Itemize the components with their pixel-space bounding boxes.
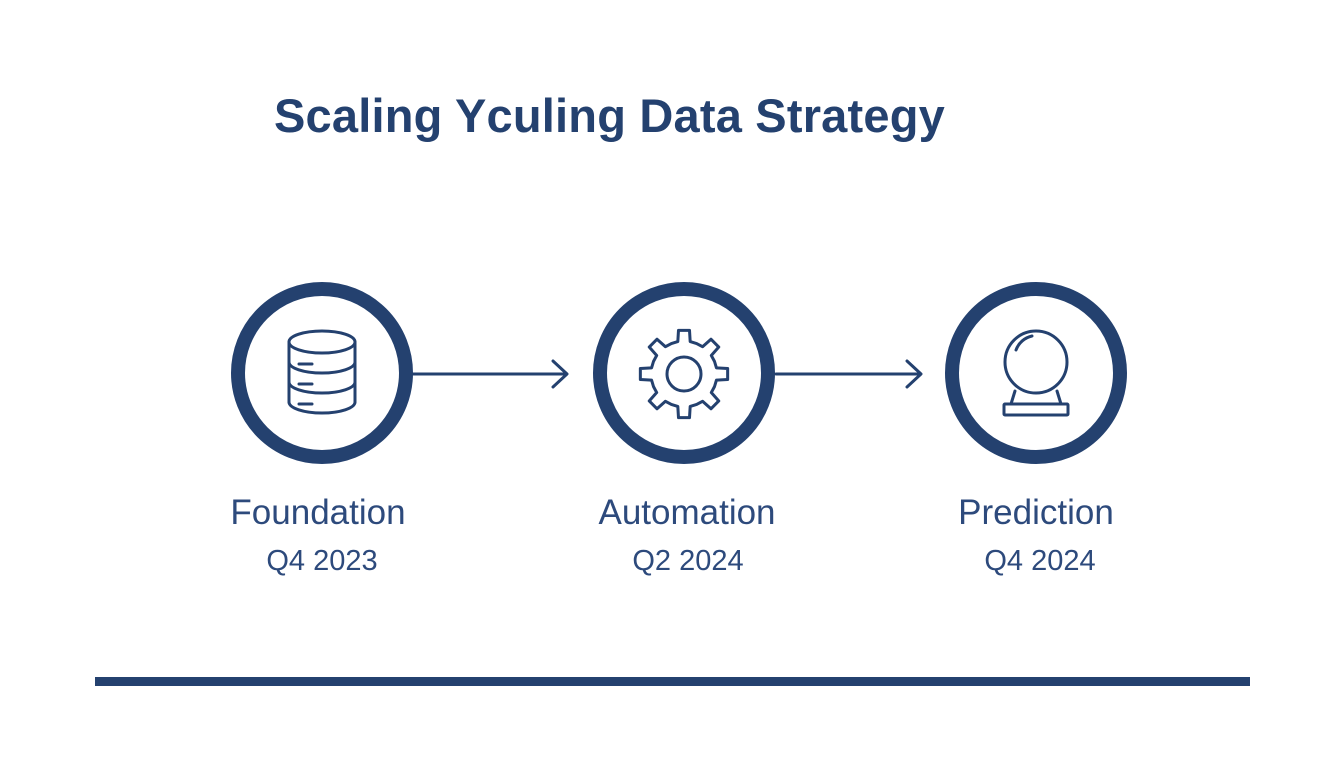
stage-date-automation: Q2 2024 <box>632 545 744 577</box>
stage-circle-automation <box>593 282 775 464</box>
stage-date-foundation: Q4 2023 <box>266 545 378 577</box>
database-icon <box>287 329 357 415</box>
arrow-foundation-to-automation <box>411 359 569 389</box>
page-title: Scaling Yculing Data Strategy <box>274 89 945 142</box>
gear-icon <box>638 328 730 420</box>
stage-label-automation: Automation <box>598 493 776 532</box>
baseline-divider <box>95 677 1250 686</box>
crystal-ball-icon <box>1002 329 1070 417</box>
arrow-automation-to-prediction <box>774 359 923 389</box>
stage-label-prediction: Prediction <box>958 493 1114 532</box>
stage-date-prediction: Q4 2024 <box>984 545 1096 577</box>
stage-circle-prediction <box>945 282 1127 464</box>
stage-label-foundation: Foundation <box>230 493 406 532</box>
